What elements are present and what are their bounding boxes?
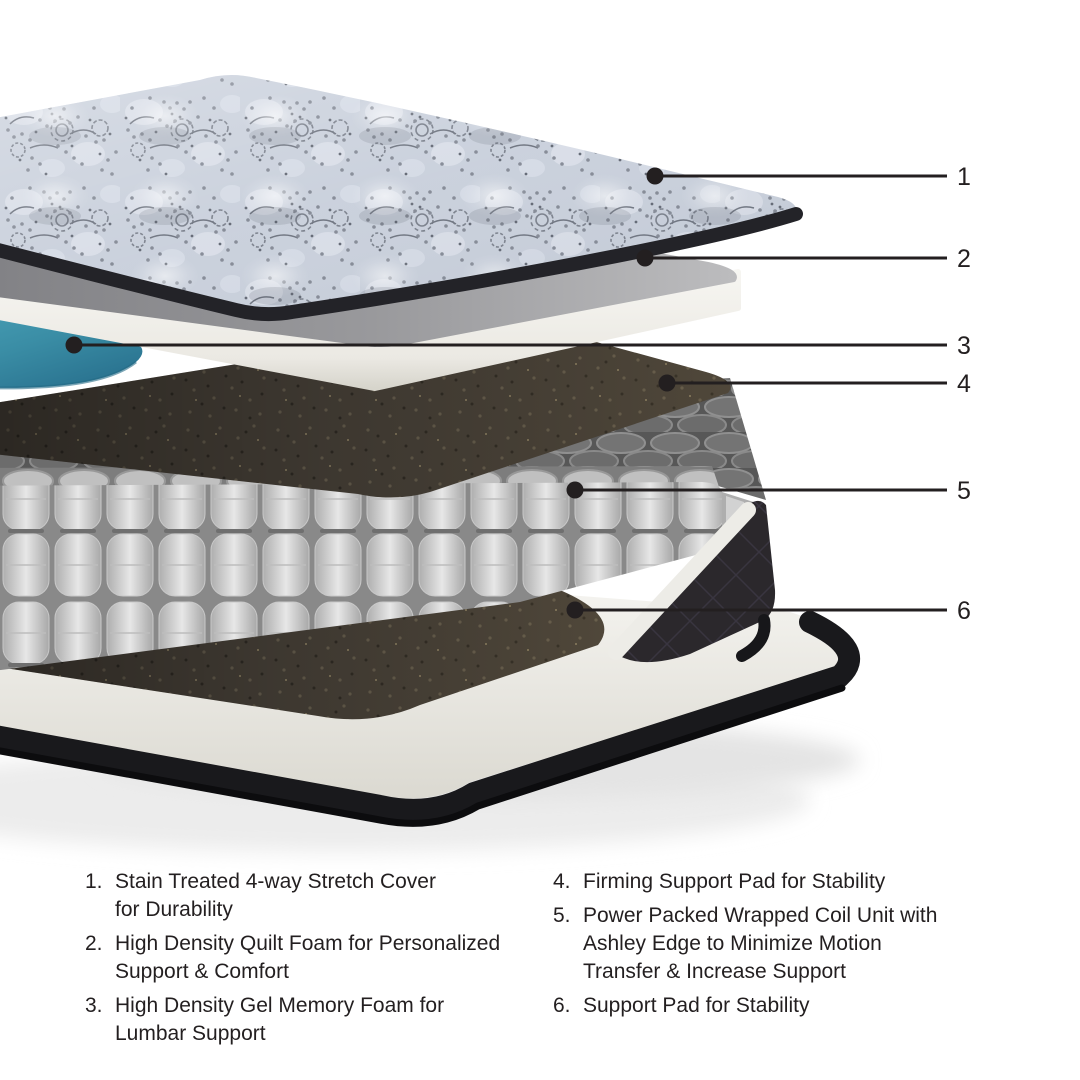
callout-lines <box>74 174 947 612</box>
callout-number-6: 6 <box>957 597 971 625</box>
edge-support-wedge <box>608 500 776 663</box>
legend-item-text: Power Packed Wrapped Coil Unit with Ashl… <box>583 904 938 983</box>
legend-item-2: 2. High Density Quilt Foam for Personali… <box>85 930 547 986</box>
cover-binding <box>0 207 803 322</box>
callout-number-1: 1 <box>957 163 971 191</box>
base-black-rim <box>0 611 861 821</box>
legend-item-3: 3. High Density Gel Memory Foam for Lumb… <box>85 992 547 1048</box>
callout-number-4: 4 <box>957 370 971 398</box>
coil-front-face <box>0 482 722 671</box>
callout-number-5: 5 <box>957 477 971 505</box>
layer-4-firming-pad <box>0 321 731 498</box>
legend-item-text: High Density Gel Memory Foam for Lumbar … <box>115 994 445 1045</box>
callout-dot-5 <box>566 481 584 499</box>
legend-item-1: 1. Stain Treated 4-way Stretch Cover for… <box>85 868 547 924</box>
legend-item-number: 6. <box>553 994 571 1017</box>
callout-dot-3 <box>65 336 83 354</box>
legend-column-left: 1. Stain Treated 4-way Stretch Cover for… <box>85 868 547 1054</box>
legend-item-text: Stain Treated 4-way Stretch Cover for Du… <box>115 870 436 921</box>
legend-item-number: 2. <box>85 932 103 955</box>
legend-item-number: 4. <box>553 870 571 893</box>
legend-item-number: 1. <box>85 870 103 893</box>
callout-dot-2 <box>636 249 654 267</box>
legend-item-6: 6. Support Pad for Stability <box>553 992 1033 1020</box>
legend-column-right: 4. Firming Support Pad for Stability 5. … <box>553 868 1033 1026</box>
legend-item-number: 5. <box>553 904 571 927</box>
foam-side-face <box>0 269 741 391</box>
callout-dots <box>65 167 676 619</box>
callout-dot-1 <box>646 167 664 185</box>
layer-1-quilted-cover <box>0 75 803 322</box>
callout-number-2: 2 <box>957 245 971 273</box>
callout-dot-6 <box>566 601 584 619</box>
callout-number-3: 3 <box>957 332 971 360</box>
legend-item-5: 5. Power Packed Wrapped Coil Unit with A… <box>553 902 1033 986</box>
callout-numbers: 1 2 3 4 5 6 <box>957 163 971 625</box>
legend-item-text: Firming Support Pad for Stability <box>583 870 886 893</box>
legend-item-text: High Density Quilt Foam for Personalized… <box>115 932 501 983</box>
legend-item-text: Support Pad for Stability <box>583 994 810 1017</box>
callout-dot-4 <box>658 374 676 392</box>
wedge-white-stripe <box>608 502 756 660</box>
legend-item-4: 4. Firming Support Pad for Stability <box>553 868 1033 896</box>
legend-item-number: 3. <box>85 994 103 1017</box>
